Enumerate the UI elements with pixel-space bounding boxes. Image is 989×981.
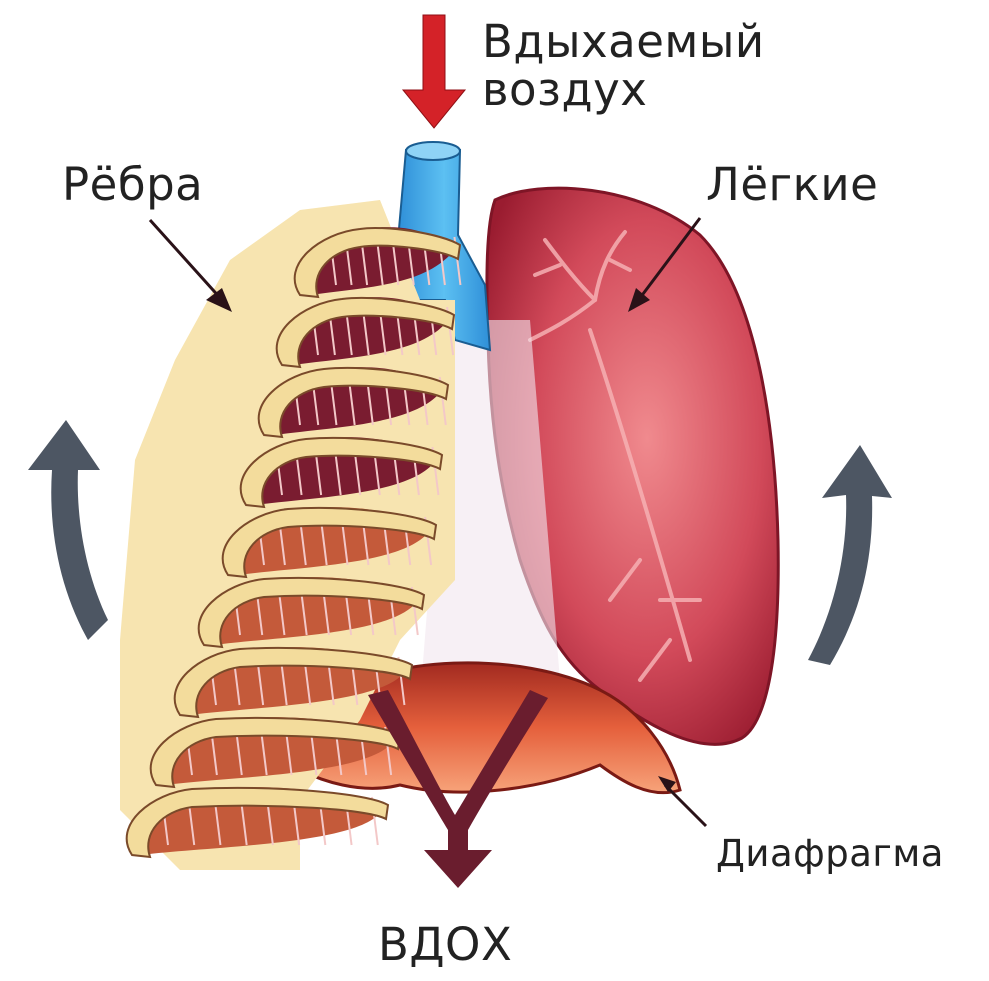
curved-up-arrow-icon <box>28 420 108 640</box>
inhaled-air-label-line: воздух <box>482 66 765 114</box>
inhale-label: ВДОХ <box>378 918 512 971</box>
diaphragm-label: Диафрагма <box>716 832 944 875</box>
ribs-label: Рёбра <box>62 158 203 211</box>
down-arrow-icon <box>403 15 465 128</box>
curved-up-arrow-icon <box>808 445 892 665</box>
lungs-label: Лёгкие <box>706 158 878 211</box>
inhaled-air-label-line: Вдыхаемый <box>482 18 765 66</box>
